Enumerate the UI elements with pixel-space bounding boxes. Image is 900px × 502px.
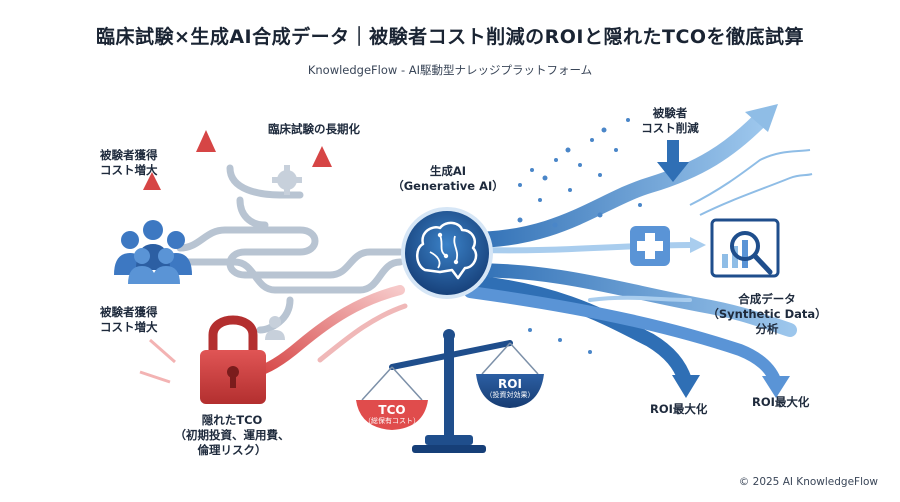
scale-pan-roi: ROI （投資対効果）	[485, 377, 535, 399]
people-group-icon	[114, 220, 192, 284]
cost-cut-arrow	[657, 140, 689, 182]
label-trial-longer: 臨床試験の長期化	[268, 122, 360, 136]
person-icon	[265, 316, 285, 340]
balance-scale	[356, 329, 544, 453]
label-recruit-cost-top: 被験者獲得コスト増大	[100, 148, 158, 177]
data-streams	[462, 104, 797, 398]
lock-icon	[200, 315, 266, 404]
page-subtitle: KnowledgeFlow - AI駆動型ナレッジプラットフォーム	[307, 63, 593, 77]
analysis-chart-icon	[710, 218, 780, 278]
hidden-cost-flow	[250, 285, 405, 377]
data-dots	[517, 118, 642, 354]
label-synthetic-analysis: 合成データ（Synthetic Data）分析	[707, 292, 827, 336]
label-recruit-cost-bottom: 被験者獲得コスト増大	[100, 305, 158, 334]
chart-lines	[689, 149, 813, 216]
brain-icon	[401, 207, 493, 299]
scale-pan-tco: TCO （総保有コスト）	[364, 403, 420, 425]
trial-pipes	[176, 164, 404, 334]
page-title: 臨床試験×生成AI合成データ｜被験者コスト削減のROIと隠れたTCOを徹底試算	[95, 26, 805, 48]
gear-icon	[272, 165, 302, 195]
copyright: © 2025 AI KnowledgeFlow	[738, 476, 878, 488]
label-subject-cost-cut: 被験者コスト削減	[641, 106, 699, 135]
label-roi-max-2: ROI最大化	[752, 395, 810, 409]
label-gen-ai: 生成AI（Generative AI）	[392, 164, 504, 193]
rising-cost-arrows	[143, 130, 332, 290]
plus-icon	[630, 226, 670, 266]
label-roi-max-1: ROI最大化	[650, 402, 708, 416]
label-hidden-tco: 隠れたTCO（初期投資、運用費、倫理リスク）	[174, 413, 290, 457]
